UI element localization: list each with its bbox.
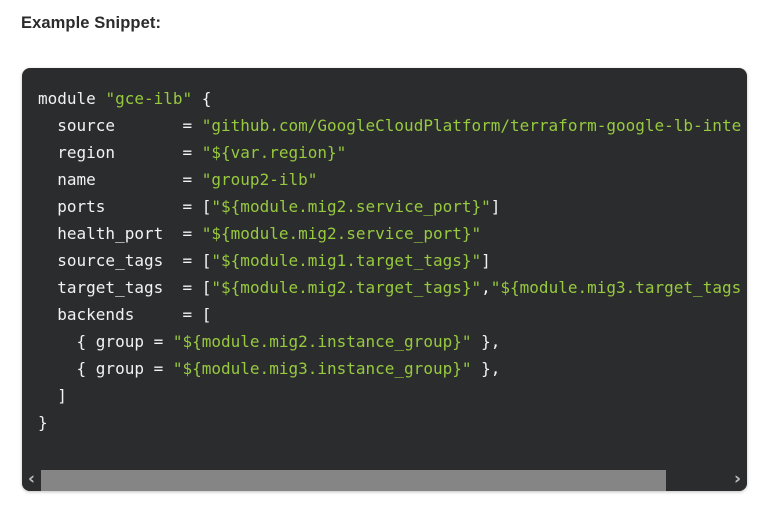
chevron-right-icon: ›	[733, 469, 741, 489]
code-token-string: "${module.mig3.target_tags	[490, 278, 742, 297]
code-token-plain: module	[38, 89, 106, 108]
code-line: health_port = "${module.mig2.service_por…	[38, 220, 747, 247]
code-token-string: "${module.mig2.instance_group}"	[172, 332, 472, 351]
code-line: region = "${var.region}"	[38, 139, 747, 166]
scroll-left-button[interactable]: ‹	[22, 470, 41, 491]
code-token-plain: },	[471, 332, 501, 351]
code-line: name = "group2-ilb"	[38, 166, 747, 193]
code-token-plain: source_tags =	[38, 251, 202, 270]
code-token-string: "gce-ilb"	[105, 89, 193, 108]
code-token-plain: ]	[490, 197, 501, 216]
code-token-plain: },	[471, 359, 501, 378]
scrollbar-thumb[interactable]	[41, 470, 667, 491]
code-token-string: "${module.mig1.target_tags}"	[211, 251, 482, 270]
chevron-left-icon: ‹	[27, 469, 35, 489]
code-line: target_tags = ["${module.mig2.target_tag…	[38, 274, 747, 301]
code-line: module "gce-ilb" {	[38, 85, 747, 112]
code-token-plain: ]	[481, 251, 491, 270]
code-token-string: "${module.mig3.instance_group}"	[172, 359, 472, 378]
code-line: { group = "${module.mig3.instance_group}…	[38, 355, 747, 382]
code-token-plain: ,	[481, 278, 491, 297]
code-token-string: "group2-ilb"	[201, 170, 318, 189]
code-line: source_tags = ["${module.mig1.target_tag…	[38, 247, 747, 274]
code-token-plain: { group =	[38, 332, 173, 351]
code-token-plain: [	[201, 251, 212, 270]
horizontal-scrollbar[interactable]: ‹ ›	[22, 470, 747, 491]
code-token-plain: region =	[38, 143, 202, 162]
code-token-plain: {	[192, 89, 212, 108]
code-token-plain: [	[201, 197, 212, 216]
code-token-plain: ports =	[38, 197, 202, 216]
code-token-plain: [	[201, 305, 212, 324]
code-token-string: "${module.mig2.service_port}"	[211, 197, 491, 216]
scrollbar-track[interactable]	[41, 470, 728, 491]
code-token-plain: ]	[38, 386, 67, 405]
scroll-right-button[interactable]: ›	[728, 470, 747, 491]
code-token-plain: source =	[38, 116, 202, 135]
code-token-string: "${module.mig2.target_tags}"	[211, 278, 482, 297]
code-line: ports = ["${module.mig2.service_port}"]	[38, 193, 747, 220]
code-token-plain: target_tags =	[38, 278, 202, 297]
code-block: module "gce-ilb" { source = "github.com/…	[22, 68, 747, 491]
code-token-plain: [	[201, 278, 212, 297]
code-token-plain: backends =	[38, 305, 202, 324]
code-token-plain: { group =	[38, 359, 173, 378]
code-line: ]	[38, 382, 747, 409]
code-scroll-area[interactable]: module "gce-ilb" { source = "github.com/…	[22, 68, 747, 470]
code-line: }	[38, 409, 747, 436]
code-token-plain: health_port =	[38, 224, 202, 243]
code-token-plain: }	[38, 413, 48, 432]
code-token-plain: name =	[38, 170, 202, 189]
page-title: Example Snippet:	[21, 14, 162, 32]
code-token-string: "${module.mig2.service_port}"	[201, 224, 482, 243]
code-line: { group = "${module.mig2.instance_group}…	[38, 328, 747, 355]
code-line: source = "github.com/GoogleCloudPlatform…	[38, 112, 747, 139]
code-line: backends = [	[38, 301, 747, 328]
code-token-string: "github.com/GoogleCloudPlatform/terrafor…	[201, 116, 742, 135]
code-token-string: "${var.region}"	[201, 143, 347, 162]
